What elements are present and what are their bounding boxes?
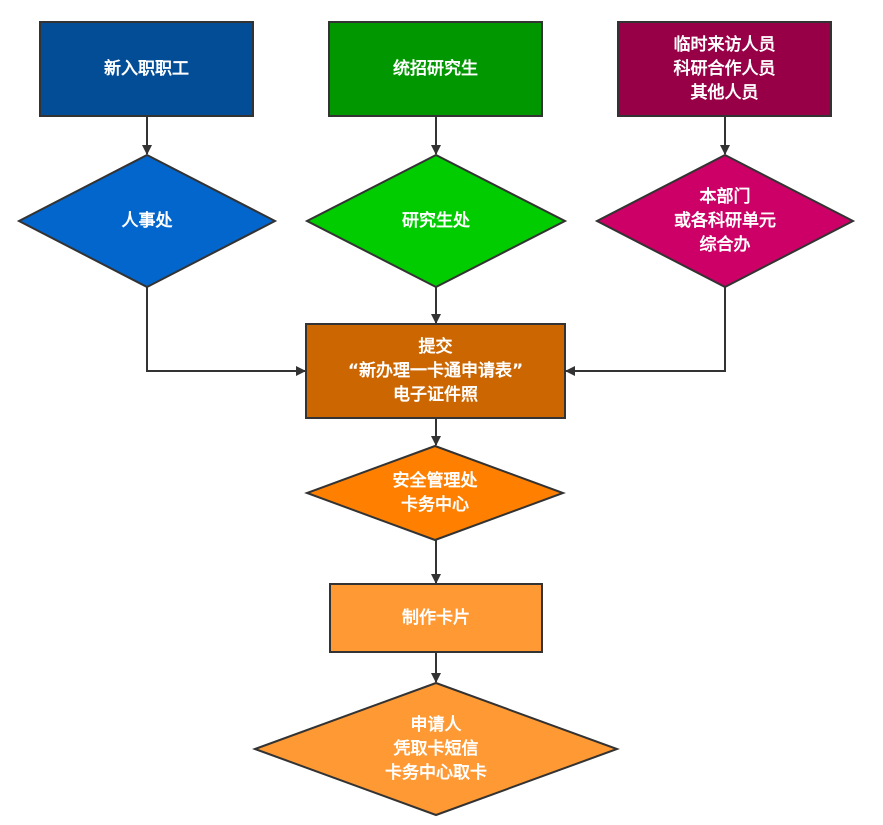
process-box [305,323,566,419]
decision-diamond [304,153,568,289]
process-box [328,21,543,117]
node-label-line: 新入职职工 [104,58,189,79]
process-box [617,21,832,117]
process-box [329,583,543,653]
node-grad-office: 研究生处 [304,153,568,289]
node-grad-students: 统招研究生 [328,21,543,117]
edge-dept-to-submit [565,287,726,376]
process-box [39,21,254,117]
node-new-staff: 新入职职工 [39,21,254,117]
edges [142,116,730,683]
node-label-line: 人事处 [122,210,174,231]
node-label-line: 电子证件照 [393,384,478,405]
node-label-line: 统招研究生 [393,58,478,79]
edge-hr-to-submit [146,287,306,376]
decision-diamond [16,153,278,289]
node-label-line: 申请人 [411,714,463,735]
node-label-line: 卡务中心取卡 [385,762,487,783]
node-label-line: 研究生处 [402,210,471,231]
node-label-line: 提交 [419,336,453,357]
node-label-line: 本部门 [700,186,751,207]
node-label-line: 卡务中心 [401,494,469,515]
decision-diamond [252,681,620,817]
node-label-line: 临时来访人员 [674,34,776,55]
node-label-line: 综合办 [700,234,751,255]
node-make-card: 制作卡片 [329,583,543,653]
node-label-line: 或各科研单元 [674,210,776,231]
decision-diamond [594,153,856,289]
node-label-line: 科研合作人员 [674,58,776,79]
node-label-line: 安全管理处 [393,470,479,491]
node-label-line: 凭取卡短信 [393,738,479,759]
decision-diamond [304,444,566,542]
node-label-line: 其他人员 [691,82,759,103]
node-submit-form: 提交 “新办理一卡通申请表” 电子证件照 [305,323,566,419]
node-label-line: 制作卡片 [402,607,470,628]
node-label-line: “新办理一卡通申请表” [348,360,523,381]
node-hr-office: 人事处 [16,153,278,289]
